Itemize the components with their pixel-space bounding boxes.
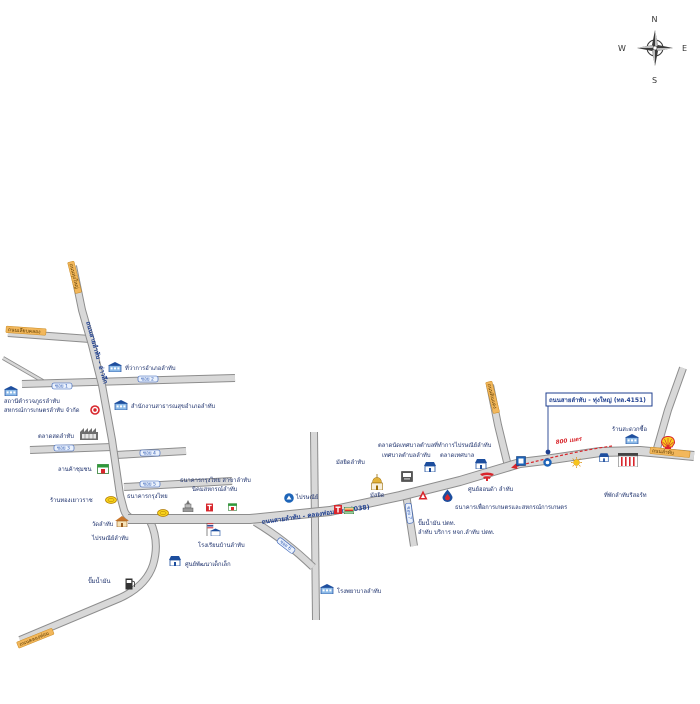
childcare-center-icon	[168, 556, 182, 566]
shell-logo-icon	[661, 436, 675, 449]
svg-text:ซอย 2: ซอย 2	[141, 376, 154, 382]
gold-shop-icon	[105, 496, 117, 504]
target-icon	[90, 405, 100, 415]
side-road-pill: ซอย 7	[404, 502, 414, 524]
compass-east-label: E	[682, 44, 687, 53]
school-label: โรงเรียนบ้านลำทับ	[198, 541, 245, 549]
svg-text:ซอย 7: ซอย 7	[405, 506, 413, 520]
svg-text:ถนนเลียบคลอง: ถนนเลียบคลอง	[8, 326, 42, 335]
gas-station-label: ปั๊มน้ำมัน	[88, 576, 111, 585]
bank-icon	[157, 509, 169, 517]
cooperative-settlement-label: นิคมสหกรณ์ลำทับ	[192, 485, 238, 493]
bank-branch-label: ธนาคารกรุงไทย สาขาลำทับ	[180, 476, 251, 484]
gold-shop-label: ร้านทองเยาวราช	[50, 497, 93, 504]
health-office-icon	[114, 400, 128, 410]
police-station-label: สถานีตำรวจภูธรลำทับ	[4, 397, 60, 405]
compass-icon: N S W E	[618, 15, 687, 85]
post-circle-icon	[284, 493, 294, 503]
house-icon	[598, 453, 610, 462]
sun-icon	[571, 457, 582, 468]
ptt-drop-icon	[442, 489, 453, 502]
agri-bank-label: ธนาคารเพื่อการเกษตรและสหกรณ์การเกษตร	[455, 503, 567, 511]
convenience-store-label: ร้านสะดวกซื้อ	[612, 424, 647, 433]
post-office-center-label: ที่ทำการไปรษณีย์ลำทับ	[434, 441, 492, 449]
side-road-pill: ซอย 2	[137, 375, 159, 382]
convenience-store-icon	[206, 503, 213, 512]
convenience-store-building-icon	[625, 434, 639, 444]
distance-label: 800 เมตร	[555, 436, 582, 446]
road-main	[128, 446, 695, 524]
bank-label: ธนาคารกรุงไทย	[127, 492, 168, 500]
district-office-icon	[108, 362, 122, 372]
store-label: ลานค้าชุมชน	[58, 466, 92, 473]
distance-arrow: 800 เมตร	[511, 436, 613, 470]
district-office-label: ที่ว่าการอำเภอลำทับ	[125, 364, 176, 372]
side-road-pill: ซอย 5	[139, 480, 161, 487]
seven-eleven-logo-icon	[344, 507, 354, 514]
side-road-pill: ซอย 3	[53, 444, 75, 451]
ptt-station-label: ปั๊มน้ำมัน ปตท.	[418, 518, 456, 527]
road-far-right	[652, 366, 687, 454]
mosque-sub-label: มัสยิด	[370, 491, 385, 499]
hospital-icon	[320, 584, 334, 594]
health-office-label: สำนักงานสาธารณสุขอำเภอลำทับ	[131, 402, 216, 410]
road-left-vertical	[69, 265, 139, 524]
hospital-label: โรงพยาบาลลำทับ	[337, 587, 382, 595]
compass-north-label: N	[652, 15, 658, 24]
shop-icon	[228, 503, 237, 511]
road-end-label-top-left: ถนนเลียบคลอง	[5, 325, 47, 336]
road-vertical-center	[310, 431, 320, 621]
highlight-road-label: ถนนสายลำทับ - ทุ่งใหญ่ (ทล.4151)	[549, 396, 646, 404]
municipal-market-label: ตลาดเทศบาล	[440, 452, 475, 459]
side-road-pill: ซอย 4	[139, 449, 161, 456]
svg-text:ซอย 3: ซอย 3	[57, 445, 70, 451]
police-station-icon	[4, 386, 18, 396]
childcare-center-label: ศูนย์พัฒนาเด็กเล็ก	[185, 559, 231, 568]
road-end-label-top: ถนนทุ่งใหญ่	[67, 260, 82, 294]
highlight-road-callout: ถนนสายลำทับ - ทุ่งใหญ่ (ทล.4151)	[545, 392, 653, 455]
school-icon	[206, 523, 221, 536]
store-icon	[97, 464, 109, 474]
svg-text:ซอย 4: ซอย 4	[143, 450, 156, 456]
svg-text:ซอย 5: ซอย 5	[143, 481, 156, 487]
blue-round-icon	[543, 458, 552, 467]
compass-west-label: W	[618, 44, 626, 53]
municipality-label: เทศบาลตำบลลำทับ	[382, 451, 431, 459]
atm-icon	[401, 471, 413, 482]
side-road-pill: ซอย 1	[51, 382, 73, 389]
post-office-icon	[423, 462, 437, 472]
road-top-left	[7, 329, 91, 343]
resort-label: ที่พักลำทับรีสอร์ท	[604, 491, 647, 499]
municipal-market-icon	[474, 459, 488, 469]
svg-text:ซอย 1: ซอย 1	[55, 383, 68, 389]
temple-label: วัดลำทับ	[92, 520, 114, 528]
tesco-logo-icon	[334, 505, 342, 514]
blue-square-icon	[516, 456, 526, 466]
mosque-icon	[371, 474, 383, 490]
svg-text:ถนนลำทับ: ถนนลำทับ	[652, 448, 675, 456]
market-label: ตลาดสดลำทับ	[38, 432, 74, 440]
market-icon	[80, 428, 98, 440]
municipal-fair-label: ตลาดนัดเทศบาลตำบล	[378, 441, 435, 449]
compass-south-label: S	[652, 76, 657, 85]
post-office-label: ไปรษณีย์ลำทับ	[91, 534, 129, 542]
svg-text:ถนนดินแดง: ถนนดินแดง	[486, 383, 499, 410]
post-label: ไปรษณีย์	[295, 493, 318, 501]
road-end-label-up-right: ถนนดินแดง	[485, 380, 500, 414]
road-lower-left	[18, 519, 160, 644]
road-end-label-right: ถนนลำทับ	[649, 446, 691, 458]
shrine-icon	[182, 500, 194, 512]
honda-center-label: ศูนย์ฮอนด้า ลำทับ	[468, 485, 514, 493]
cooperative-label: สหกรณ์การเกษตรลำทับ จำกัด	[4, 406, 80, 414]
ptt-station-sub-label: ลำทับ บริการ หจก.ลำทับ ปตท.	[418, 528, 495, 536]
mosque-label: มัสยิดลำทับ	[336, 458, 365, 466]
location-dot-icon	[545, 449, 551, 455]
petrol-station-icon	[618, 453, 638, 467]
